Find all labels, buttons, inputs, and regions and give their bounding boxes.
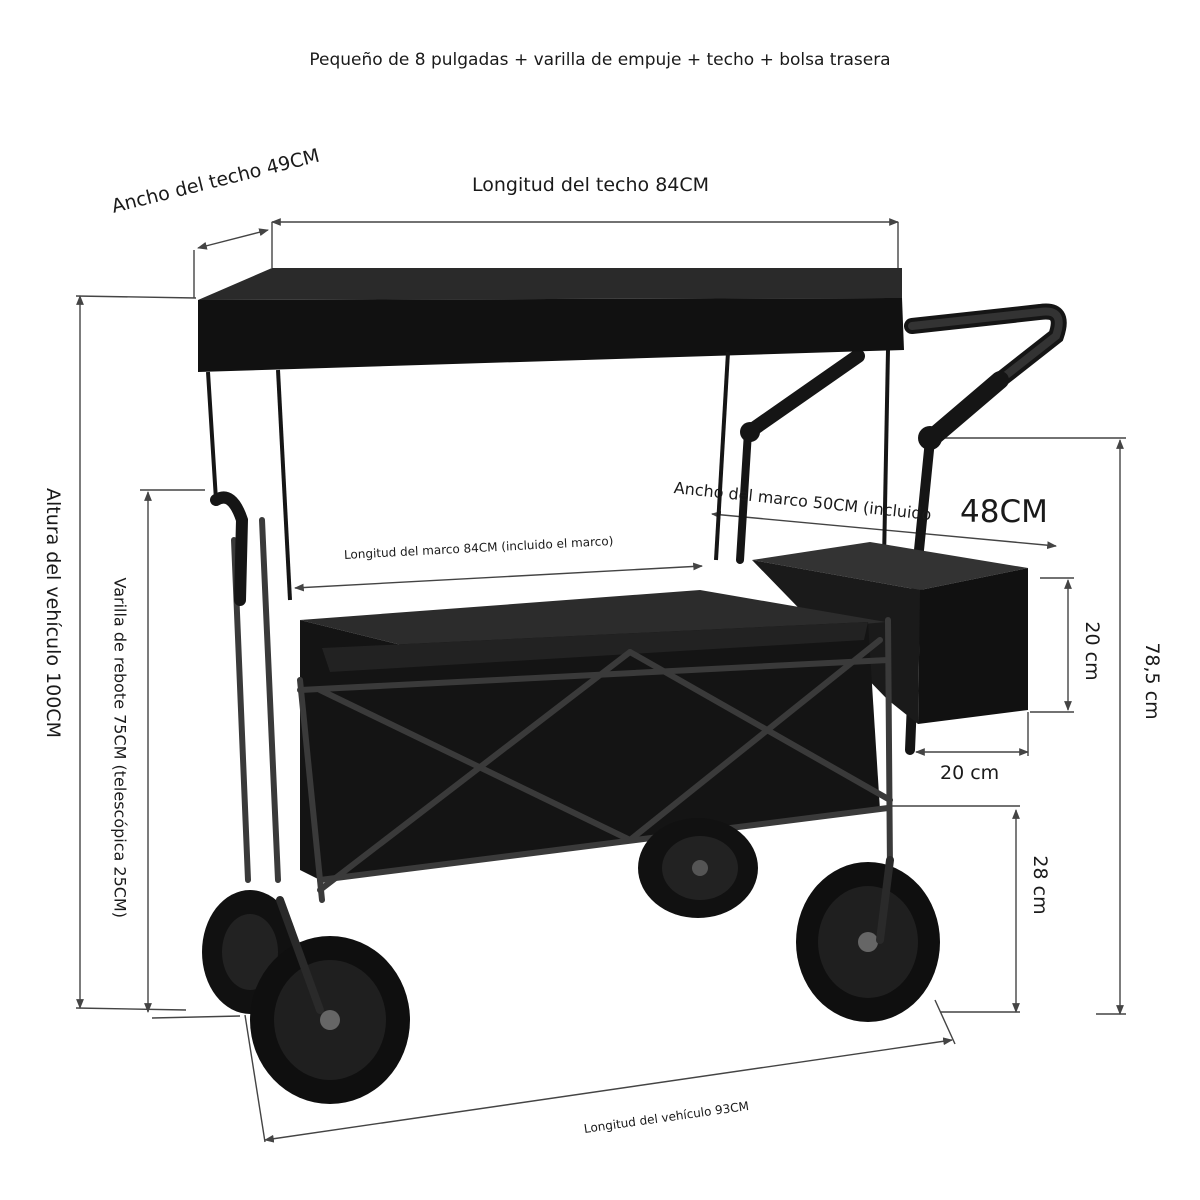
rod-height-label: Varilla de rebote 75CM (telescópica 25CM… (110, 577, 130, 918)
roof-length-label: Longitud del techo 84CM (472, 174, 710, 196)
basket-height-label: 20 cm (1081, 621, 1103, 681)
page-title: Pequeño de 8 pulgadas + varilla de empuj… (309, 50, 891, 70)
wagon-frame (210, 491, 893, 903)
canopy (198, 268, 904, 601)
wheel-rear-far (638, 818, 758, 918)
canopy-pole (714, 351, 730, 561)
total-right-height-label: 78,5 cm (1141, 642, 1163, 720)
dimension-lines (75, 218, 1126, 1143)
canopy-pole (206, 371, 218, 501)
wheel-forks (276, 856, 894, 1014)
canopy-pole (882, 349, 890, 561)
wheel-front-near (250, 936, 410, 1104)
frame-length-line (294, 562, 703, 592)
ground-clearance-label: 28 cm (1029, 855, 1051, 915)
roof-width-line (197, 228, 269, 250)
canopy-pole (276, 369, 292, 601)
basket-width-label: 48CM (960, 494, 1048, 530)
vehicle-length-line (264, 1037, 953, 1143)
wheel-rear-near (796, 862, 940, 1022)
vehicle-height-label: Altura del vehículo 100CM (42, 488, 64, 738)
basket-depth-label: 20 cm (940, 762, 1000, 784)
